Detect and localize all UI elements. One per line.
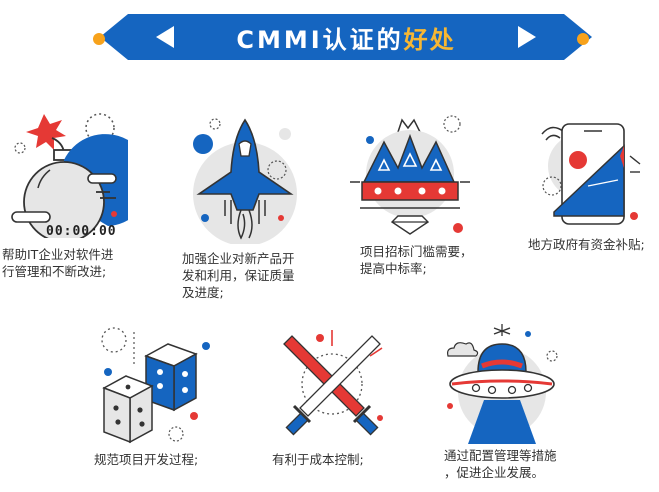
benefit-caption-4: 地方政府有资金补贴; — [528, 236, 645, 253]
rocket-icon — [193, 118, 297, 244]
caption-line: 有利于成本控制; — [272, 452, 364, 467]
dice-icon — [101, 327, 210, 444]
phone-rocket-icon — [541, 123, 641, 225]
caption-line: ，促进企业发展。 — [444, 465, 545, 480]
ufo-icon — [447, 324, 558, 444]
orange-dot-left-icon — [93, 33, 105, 45]
caption-line: 规范项目开发过程; — [94, 452, 199, 467]
benefit-caption-7: 通过配置管理等措施 ，促进企业发展。 — [444, 447, 557, 481]
benefit-caption-6: 有利于成本控制; — [272, 451, 364, 468]
arrow-left-icon — [156, 26, 174, 48]
caption-line: 发和利用，保证质量 — [182, 268, 295, 283]
bomb-timer: 00:00:00 — [46, 224, 117, 239]
benefit-caption-1: 帮助IT企业对软件进 行管理和不断改进; — [2, 246, 113, 280]
arrow-right-icon — [518, 26, 536, 48]
caption-line: 项目招标门槛需要， — [360, 244, 473, 259]
crown-icon — [350, 115, 470, 235]
caption-line: 行管理和不断改进; — [2, 264, 107, 279]
orange-dot-right-icon — [577, 33, 589, 45]
crossed-swords-icon — [283, 330, 383, 436]
benefit-caption-5: 规范项目开发过程; — [94, 451, 198, 468]
caption-line: 通过配置管理等措施 — [444, 448, 557, 463]
benefit-caption-2: 加强企业对新产品开 发和利用，保证质量 及进度; — [182, 250, 295, 301]
title-banner — [100, 14, 592, 60]
caption-line: 地方政府有资金补贴; — [528, 237, 645, 252]
benefit-caption-3: 项目招标门槛需要， 提高中标率; — [360, 243, 473, 277]
caption-line: 帮助IT企业对软件进 — [2, 247, 114, 262]
bomb-icon — [11, 113, 128, 238]
caption-line: 及进度; — [182, 285, 224, 300]
caption-line: 加强企业对新产品开 — [182, 251, 295, 266]
caption-line: 提高中标率; — [360, 261, 427, 276]
